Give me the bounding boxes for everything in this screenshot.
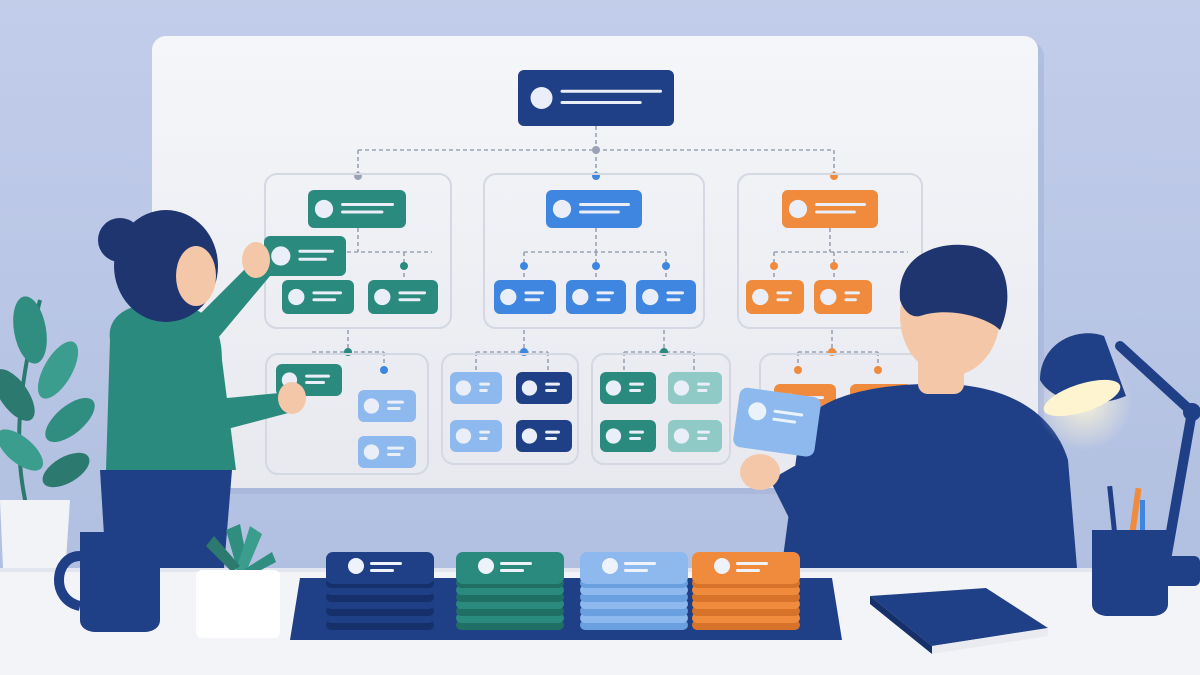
man-figure [740, 244, 1078, 580]
woman-figure [98, 210, 306, 568]
teal-card [282, 280, 354, 314]
notebook [870, 588, 1048, 654]
potted-plant [0, 296, 95, 590]
blue-lead-card [546, 190, 642, 228]
light-blue-card [450, 420, 502, 452]
mint-card [668, 372, 722, 404]
orange-card [814, 280, 872, 314]
teal-card-stack [456, 552, 564, 630]
card-stacks [326, 552, 800, 630]
mug [54, 532, 160, 632]
navy-card-stack [326, 552, 434, 630]
whiteboard [152, 36, 1044, 494]
group-frames [264, 173, 923, 475]
blue-card [494, 280, 556, 314]
orange-lead-card [782, 190, 878, 228]
light-blue-card [358, 390, 416, 422]
held-card-blue [733, 387, 821, 457]
teal-lead-card [308, 190, 406, 228]
teal-card [368, 280, 438, 314]
orange-card [746, 280, 804, 314]
orange-card-stack [692, 552, 800, 630]
navy-card [516, 420, 572, 452]
light-blue-card-stack [580, 552, 688, 630]
light-blue-card [358, 436, 416, 468]
teal-card [600, 420, 656, 452]
light-blue-card [450, 372, 502, 404]
pen-holder [1092, 485, 1168, 616]
mint-card [668, 420, 722, 452]
navy-card [516, 372, 572, 404]
blue-card [566, 280, 626, 314]
blue-card [636, 280, 696, 314]
succulent-pot [196, 524, 280, 638]
root-card [518, 70, 674, 126]
teal-moving-card [264, 236, 346, 276]
teal-card [600, 372, 656, 404]
desk-lamp [1036, 333, 1200, 586]
